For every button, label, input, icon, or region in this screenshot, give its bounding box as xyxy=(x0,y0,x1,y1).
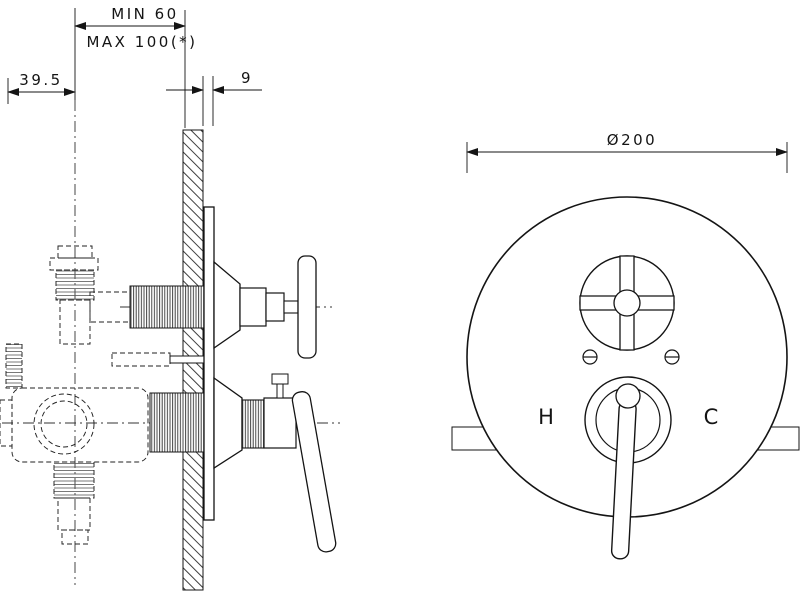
cross-handle-side xyxy=(297,255,317,359)
dimension-depth: MIN 60 MAX 100(*) xyxy=(74,5,197,128)
diverter-cross-handle xyxy=(579,255,675,351)
mixer-lever-front xyxy=(584,376,672,560)
cross-hub xyxy=(613,289,641,317)
side-view: MIN 60 MAX 100(*) 39.5 9 xyxy=(0,5,340,591)
dim-diameter-label: Ø200 xyxy=(607,131,657,149)
fixing-tab-left xyxy=(451,426,497,451)
diverter-trim-side xyxy=(213,255,317,359)
cold-label: C xyxy=(704,405,719,429)
mixer-knurled-adapter xyxy=(149,392,205,453)
lever-handle-side xyxy=(291,391,337,553)
screw-right xyxy=(664,349,680,365)
mixer-trim-side xyxy=(213,373,337,553)
faceplate-side xyxy=(203,206,215,521)
plaster-guard xyxy=(169,355,205,364)
dim-offset-label: 39.5 xyxy=(19,71,62,89)
override-button-side xyxy=(271,373,289,385)
dim-depth-min-label: MIN 60 xyxy=(111,5,178,23)
dim-depth-max-label: MAX 100(*) xyxy=(86,33,197,51)
dimension-plate-gap: 9 xyxy=(166,69,262,126)
screw-left xyxy=(582,349,598,365)
hot-label: H xyxy=(538,405,554,429)
dim-plate-gap-label: 9 xyxy=(241,69,253,87)
rough-in-body-dashed xyxy=(0,245,171,545)
diverter-knurled-adapter xyxy=(129,285,205,329)
front-view: Ø200 H C xyxy=(451,131,800,560)
dimension-diameter: Ø200 xyxy=(466,131,788,173)
fixing-tab-right xyxy=(757,426,800,451)
lever-pivot-cap xyxy=(615,383,641,409)
dimension-offset: 39.5 xyxy=(7,71,76,104)
